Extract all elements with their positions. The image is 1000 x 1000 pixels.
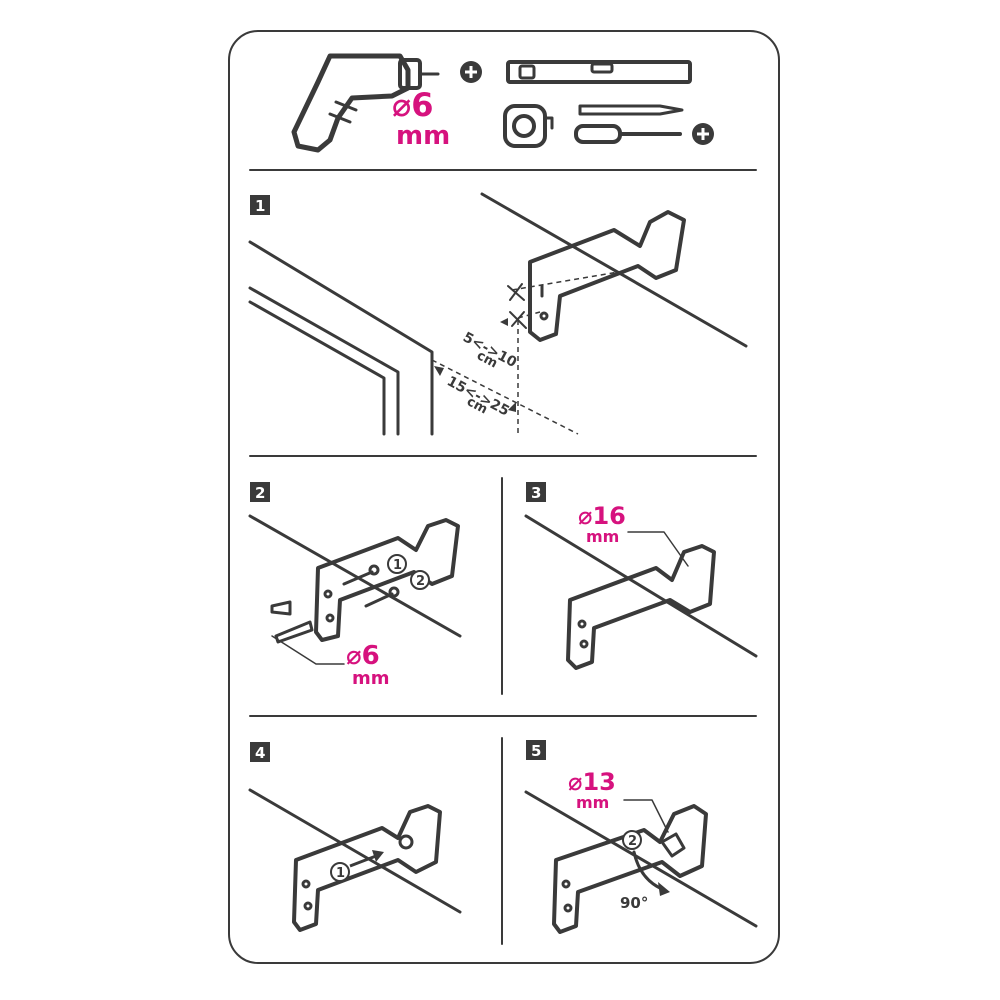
marker-2: 2 [410, 570, 430, 590]
arrow-head [508, 402, 516, 412]
wall-line [524, 514, 758, 658]
svg-text:2: 2 [628, 834, 637, 849]
callout-line [627, 531, 689, 567]
step-3: 3 ⌀16 mm [524, 482, 758, 670]
arrow-head [658, 882, 670, 896]
arrow [349, 854, 377, 868]
svg-text:2: 2 [416, 574, 425, 589]
wall-plug-icon [270, 600, 314, 644]
step-1-badge: 1 [250, 195, 270, 215]
svg-text:4: 4 [255, 744, 265, 762]
ceiling-edge-line [480, 192, 748, 348]
drill-unit: mm [396, 121, 450, 151]
step5-unit: mm [576, 793, 609, 812]
step3-unit: mm [586, 527, 619, 546]
tools-section: ⌀6 mm [291, 53, 714, 153]
pencil-icon [578, 104, 684, 116]
bracket-step2 [314, 518, 460, 642]
step-5: 5 ⌀13 mm 2 90° [524, 740, 758, 934]
arrow-head [500, 318, 508, 326]
rotation-angle: 90° [620, 894, 648, 912]
step2-diameter: ⌀6 [346, 641, 380, 671]
bracket-step5 [552, 804, 708, 934]
svg-text:5: 5 [531, 742, 541, 760]
window-frame [248, 240, 434, 436]
wall-line [248, 514, 462, 638]
screw-icon [342, 564, 380, 586]
callout-line [271, 635, 345, 665]
step-3-badge: 3 [526, 482, 546, 502]
drill-icon [291, 53, 440, 153]
cross-marks [507, 283, 527, 329]
marker-2: 2 [622, 830, 642, 850]
step-2: 2 1 2 ⌀6 mm [248, 482, 462, 689]
step-4-badge: 4 [250, 742, 270, 762]
marker-1: 1 [330, 862, 350, 882]
plus-icon-drill [460, 61, 482, 83]
step-5-badge: 5 [526, 740, 546, 760]
step5-diameter: ⌀13 [568, 768, 616, 796]
tape-measure-icon [503, 104, 554, 148]
svg-text:2: 2 [255, 484, 265, 502]
svg-text:1: 1 [393, 558, 402, 573]
spirit-level-icon [506, 60, 692, 84]
step-1: 1 5<->10 cm 15<->25 cm [248, 192, 748, 436]
instruction-card [228, 30, 780, 964]
step-2-badge: 2 [250, 482, 270, 502]
step2-unit: mm [352, 668, 390, 689]
svg-text:3: 3 [531, 484, 541, 502]
plus-icon-screwdriver [692, 123, 714, 145]
bracket-step3 [566, 544, 716, 670]
svg-text:1: 1 [336, 866, 345, 881]
arrow-head [434, 366, 444, 376]
bracket-step1 [528, 210, 686, 342]
wall-line [248, 788, 462, 914]
bracket-step4 [292, 804, 442, 932]
step-4: 4 1 [248, 742, 462, 932]
step3-diameter: ⌀16 [578, 502, 626, 530]
screwdriver-icon [574, 124, 682, 144]
marker-1: 1 [387, 554, 407, 574]
callout-line [623, 799, 669, 833]
screw-icon [364, 586, 400, 608]
wall-line [524, 790, 758, 928]
svg-text:1: 1 [255, 197, 265, 215]
drill-diameter: ⌀6 [392, 86, 434, 124]
arrow-head [372, 850, 384, 862]
measurement-guides [431, 269, 631, 435]
